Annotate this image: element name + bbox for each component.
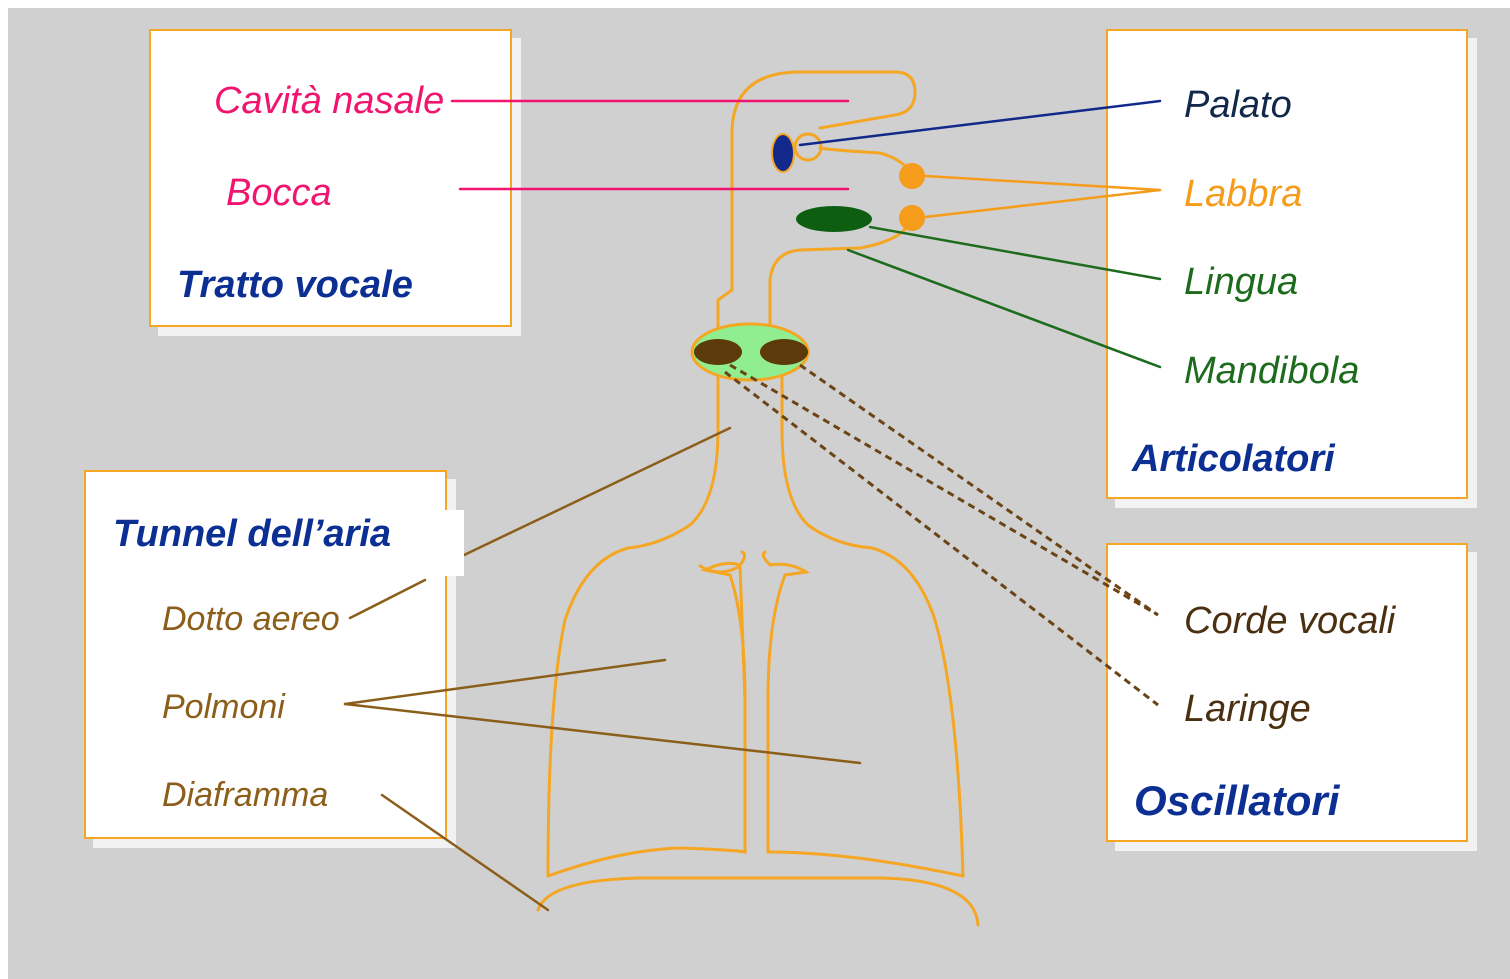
leader-labbra-upper bbox=[925, 176, 1160, 190]
palate-marker bbox=[772, 134, 794, 172]
label-dotto-aereo: Dotto aereo bbox=[162, 602, 340, 636]
leader-labbra-lower bbox=[925, 190, 1160, 217]
leader-mandibola bbox=[848, 250, 1160, 367]
leader-dotto-aereo-upper bbox=[462, 428, 730, 556]
leader-polmoni-left bbox=[345, 660, 665, 704]
label-labbra: Labbra bbox=[1184, 175, 1302, 213]
vocal-fold-right bbox=[760, 339, 808, 365]
leader-lingua bbox=[870, 227, 1160, 279]
leader-polmoni-right bbox=[345, 704, 860, 763]
vocal-fold-left bbox=[694, 339, 742, 365]
tongue-shape bbox=[796, 206, 872, 232]
label-polmoni: Polmoni bbox=[162, 690, 285, 724]
label-corde-vocali: Corde vocali bbox=[1184, 602, 1395, 640]
leader-dotto-aereo-lower bbox=[350, 580, 425, 618]
label-mandibola: Mandibola bbox=[1184, 352, 1359, 390]
title-tunnel-aria: Tunnel dell’aria bbox=[113, 515, 391, 553]
palate-ring bbox=[795, 134, 821, 160]
title-articolatori: Articolatori bbox=[1132, 440, 1335, 478]
label-diaframma: Diaframma bbox=[162, 778, 328, 812]
label-bocca: Bocca bbox=[226, 174, 332, 212]
vocal-tract-outline bbox=[538, 72, 978, 925]
leader-laringe bbox=[725, 372, 1158, 705]
leader-corde-vocali-left bbox=[730, 365, 1158, 615]
title-tratto-vocale: Tratto vocale bbox=[177, 266, 413, 304]
leader-diaframma bbox=[382, 795, 548, 910]
label-palato: Palato bbox=[1184, 86, 1292, 124]
lip-lower bbox=[899, 205, 925, 231]
label-laringe: Laringe bbox=[1184, 690, 1311, 728]
label-cavita-nasale: Cavità nasale bbox=[214, 82, 444, 120]
leader-corde-vocali-right bbox=[800, 365, 1158, 615]
lip-upper bbox=[899, 163, 925, 189]
title-oscillatori: Oscillatori bbox=[1134, 780, 1339, 822]
label-lingua: Lingua bbox=[1184, 263, 1298, 301]
